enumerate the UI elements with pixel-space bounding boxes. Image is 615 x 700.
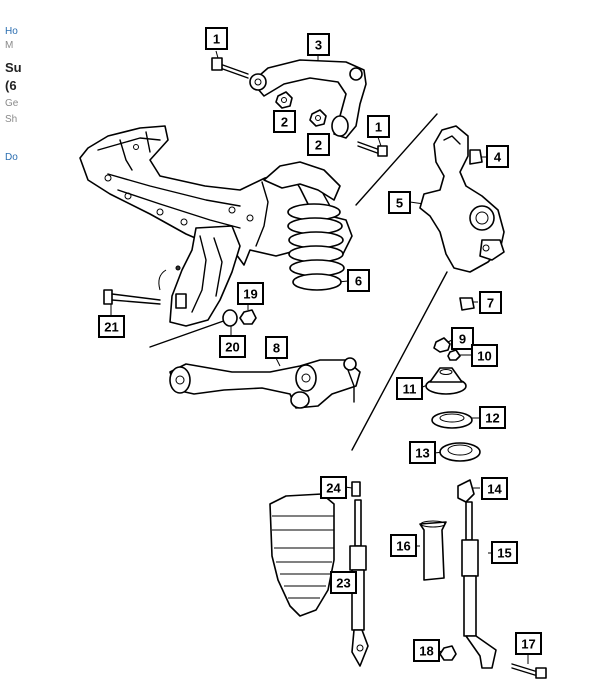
callout-9: 9 <box>451 327 474 350</box>
page-sidebar-cropped: Ho M Su (6 Ge Sh Do <box>0 0 24 700</box>
upper-arm-bolt <box>211 57 249 79</box>
svg-text:17: 17 <box>521 637 535 652</box>
spring-bracket <box>263 161 341 201</box>
coil-spring <box>287 203 345 291</box>
svg-text:3: 3 <box>315 38 322 53</box>
nut-19 <box>239 309 257 325</box>
callout-16: 16 <box>390 534 417 557</box>
callout-8: 8 <box>265 336 288 359</box>
svg-text:18: 18 <box>419 644 433 659</box>
callout-14: 14 <box>481 477 508 500</box>
lower-control-arm <box>169 357 361 409</box>
dust-sleeve <box>419 520 447 581</box>
callout-4: 4 <box>486 145 509 168</box>
callout-3: 3 <box>307 33 330 56</box>
svg-text:4: 4 <box>494 150 502 165</box>
nut-9 <box>433 337 451 353</box>
strut-mount <box>425 367 467 395</box>
callout-12: 12 <box>479 406 506 429</box>
svg-text:2: 2 <box>315 138 322 153</box>
svg-text:15: 15 <box>497 546 511 561</box>
nut-18 <box>439 645 457 661</box>
jounce-bumper <box>457 479 475 503</box>
shock-absorber-15 <box>461 501 497 669</box>
callout-18: 18 <box>413 639 440 662</box>
svg-text:14: 14 <box>487 482 502 497</box>
svg-text:20: 20 <box>225 340 239 355</box>
callout-20: 20 <box>219 335 246 358</box>
download-link[interactable]: Do <box>5 152 18 163</box>
callout-24: 24 <box>320 476 347 499</box>
upper-control-arm <box>249 59 367 139</box>
svg-text:5: 5 <box>396 196 403 211</box>
callout-5: 5 <box>388 191 411 214</box>
callout-11: 11 <box>396 377 423 400</box>
svg-text:19: 19 <box>243 287 257 302</box>
spring-seat-lower <box>439 442 481 462</box>
page-title-line-2: (6 <box>5 78 17 93</box>
page-title-line-1: Su <box>5 60 22 75</box>
svg-text:1: 1 <box>375 120 382 135</box>
subtitle-line-2: Sh <box>5 114 18 125</box>
svg-text:7: 7 <box>487 296 494 311</box>
callout-13: 13 <box>409 441 436 464</box>
svg-text:6: 6 <box>355 274 362 289</box>
svg-text:11: 11 <box>403 382 417 397</box>
callout-10: 10 <box>471 344 498 367</box>
callout-15: 15 <box>491 541 518 564</box>
upper-arm-nut-left <box>275 91 293 109</box>
callout-17: 17 <box>515 632 542 655</box>
svg-text:12: 12 <box>485 411 499 426</box>
svg-text:1: 1 <box>213 32 220 47</box>
lower-arm-bolt <box>103 289 161 305</box>
knuckle-nut-top <box>469 149 483 165</box>
bolt-17 <box>511 663 547 679</box>
callout-2-left: 2 <box>273 110 296 133</box>
breadcrumb-text: M <box>5 40 14 51</box>
upper-arm-bolt-right <box>357 141 388 157</box>
washer <box>222 309 238 327</box>
bump-stop-small <box>351 481 361 497</box>
callout-23: 23 <box>330 571 357 594</box>
breadcrumb-link[interactable]: Ho <box>5 26 18 37</box>
knuckle-nut-bottom <box>459 297 475 311</box>
svg-text:13: 13 <box>415 446 429 461</box>
callout-21: 21 <box>98 315 125 338</box>
svg-text:23: 23 <box>336 576 350 591</box>
svg-text:16: 16 <box>396 539 410 554</box>
callout-1-right: 1 <box>367 115 390 138</box>
nut-10 <box>447 349 461 361</box>
subtitle-line-1: Ge <box>5 98 19 109</box>
callout-6: 6 <box>347 269 370 292</box>
svg-text:9: 9 <box>459 332 466 347</box>
svg-text:10: 10 <box>477 349 491 364</box>
svg-text:24: 24 <box>326 481 341 496</box>
svg-text:8: 8 <box>273 341 280 356</box>
upper-arm-nut-right <box>309 109 327 127</box>
callout-7: 7 <box>479 291 502 314</box>
callout-2-right: 2 <box>307 133 330 156</box>
svg-text:21: 21 <box>104 320 118 335</box>
svg-text:2: 2 <box>281 115 288 130</box>
steering-knuckle <box>419 125 505 273</box>
callout-19: 19 <box>237 282 264 305</box>
callout-1-top: 1 <box>205 27 228 50</box>
air-spring-bellows <box>269 493 335 617</box>
spring-seat-upper <box>431 411 473 429</box>
